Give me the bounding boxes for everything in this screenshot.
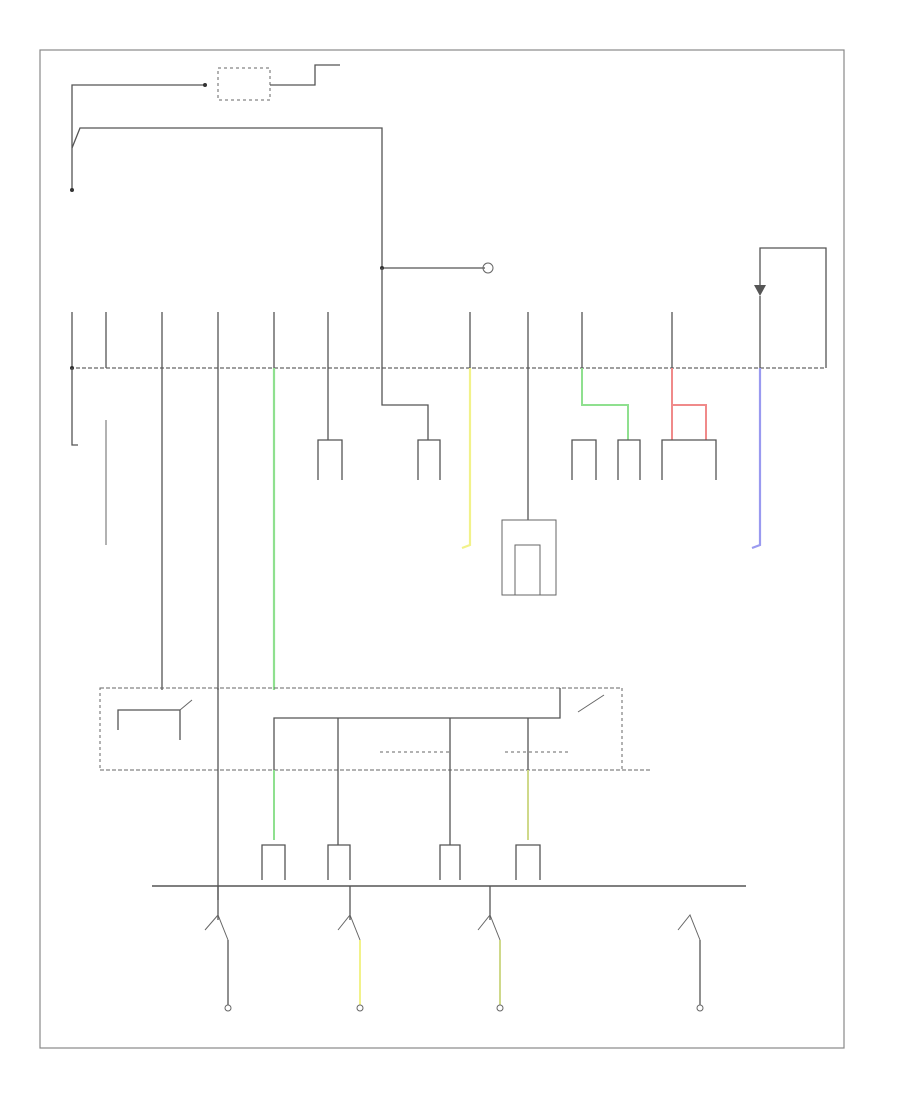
blue-wire	[751, 368, 762, 550]
ground-branch	[380, 262, 494, 274]
fuse-drops	[70, 268, 761, 370]
mid-loads	[317, 368, 441, 480]
relay-box	[501, 368, 557, 596]
right-feed-arrow	[754, 285, 766, 296]
load-pair-2	[617, 439, 641, 480]
left-wires	[71, 368, 219, 690]
load-pair-3	[661, 439, 717, 480]
yellow-wire	[461, 368, 472, 550]
load-pair-1	[571, 439, 597, 480]
diagram-frame	[39, 49, 845, 1049]
battery-section	[70, 64, 383, 268]
starter-relay-box	[217, 67, 271, 101]
bottom-switches	[204, 886, 704, 1012]
junction-block	[99, 687, 650, 771]
right-feed-wire	[759, 247, 827, 368]
lower-drops	[217, 770, 541, 900]
red-wire-2	[672, 404, 707, 440]
green-wire-2	[581, 368, 629, 440]
